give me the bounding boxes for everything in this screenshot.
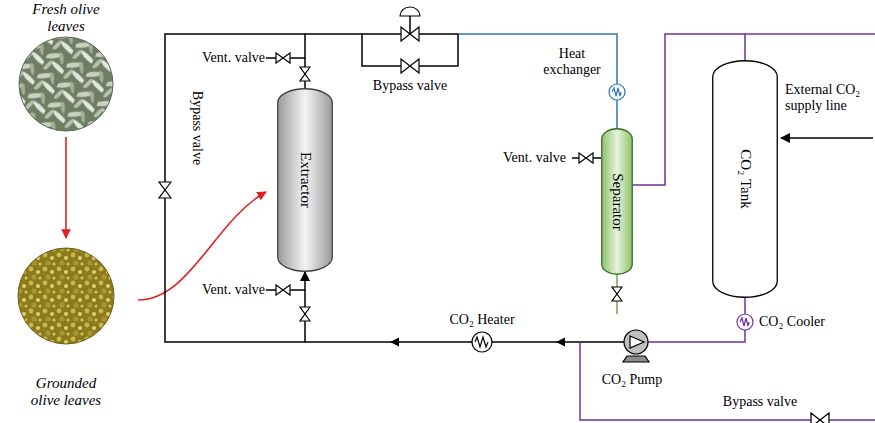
pump-symbol bbox=[624, 330, 648, 354]
vessel-label: CO₂ Tank bbox=[737, 149, 754, 208]
material-label: Fresh olive leaves bbox=[20, 1, 112, 35]
equipment-label: Bypass valve bbox=[189, 91, 205, 165]
heat-exchanger-symbol bbox=[472, 332, 492, 352]
vessel-label: Separator bbox=[609, 173, 626, 230]
vessel-body bbox=[713, 61, 778, 298]
extractor-vessel: Extractor bbox=[277, 88, 333, 272]
flow-arrowhead bbox=[556, 338, 565, 347]
heat-exchanger-symbol bbox=[472, 84, 753, 352]
tank-vessel: CO₂ Tank bbox=[712, 60, 778, 298]
valve-symbol bbox=[159, 182, 171, 198]
equipment-label: Vent. valve bbox=[202, 50, 265, 66]
pipe-line bbox=[362, 34, 458, 66]
equipment-label: CO₂ Pump bbox=[602, 372, 663, 388]
valve-symbol bbox=[300, 67, 310, 81]
heat-exchanger-symbol bbox=[737, 314, 753, 330]
equipment-label: CO₂ Heater bbox=[449, 312, 514, 328]
valve-symbol bbox=[401, 59, 419, 73]
pipe-line bbox=[165, 16, 873, 342]
vessel-body bbox=[602, 129, 633, 275]
pump-symbol bbox=[623, 330, 649, 362]
leaf-photo bbox=[19, 37, 113, 131]
heat-exchanger-symbol bbox=[475, 337, 488, 347]
heat-exchanger-symbol bbox=[740, 318, 749, 326]
equipment-label: Heat exchanger bbox=[540, 46, 604, 78]
pipe-line bbox=[580, 342, 875, 420]
feed-arrow bbox=[66, 137, 266, 300]
equipment-label: Vent. valve bbox=[202, 282, 265, 298]
valve-symbol bbox=[276, 53, 290, 63]
pipe-line bbox=[409, 16, 411, 34]
leaf-photo bbox=[18, 37, 114, 344]
material-label: Grounded olive leaves bbox=[23, 375, 109, 409]
pipe-connector bbox=[305, 34, 617, 128]
heat-exchanger-symbol bbox=[609, 84, 625, 100]
pipe-line bbox=[781, 137, 873, 139]
valve-symbol bbox=[276, 285, 290, 295]
valve-symbol bbox=[159, 7, 829, 423]
flow-arrowhead bbox=[390, 338, 399, 347]
leaf-photo bbox=[18, 248, 114, 344]
pump-symbol bbox=[623, 356, 649, 362]
equipment-label: Vent. valve bbox=[503, 150, 566, 166]
vessel-body bbox=[278, 89, 333, 272]
pipe-line bbox=[745, 33, 875, 35]
pump-symbol bbox=[630, 336, 644, 348]
heat-exchanger-symbol bbox=[612, 88, 621, 96]
pipe-connector bbox=[305, 272, 745, 342]
valve-symbol bbox=[401, 27, 419, 41]
equipment-label: CO₂ Cooler bbox=[759, 314, 825, 330]
feed-arrow bbox=[138, 192, 266, 300]
valve-symbol bbox=[612, 287, 622, 301]
pipe-line bbox=[580, 34, 875, 420]
equipment-label: Bypass valve bbox=[723, 394, 797, 410]
valve-symbol bbox=[400, 7, 420, 16]
equipment-label: External CO₂ supply line bbox=[785, 82, 873, 114]
valve-symbol bbox=[300, 307, 310, 321]
separator-vessel: Separator bbox=[601, 128, 633, 275]
vessel-label: Extractor bbox=[297, 152, 314, 208]
equipment-label: Bypass valve bbox=[373, 78, 447, 94]
feed-arrow bbox=[65, 137, 67, 238]
valve-symbol bbox=[579, 153, 593, 163]
valve-symbol bbox=[811, 413, 829, 423]
